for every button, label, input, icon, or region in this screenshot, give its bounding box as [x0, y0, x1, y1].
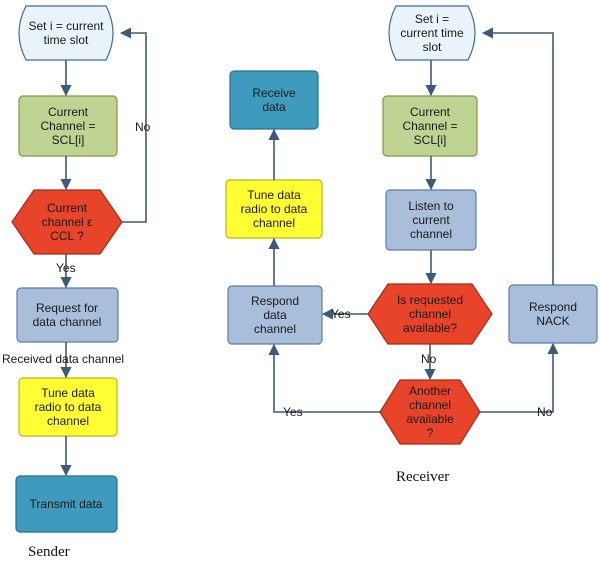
- node-text-line: SCL[i]: [414, 133, 447, 147]
- node-text-line: Current: [48, 105, 89, 119]
- node-text-line: channel: [409, 398, 451, 412]
- node-text-line: Set i = current: [28, 19, 104, 33]
- node-text-line: channel: [253, 216, 295, 230]
- sender-label-received: Received data channel: [2, 352, 124, 366]
- node-text-line: Respond: [251, 294, 299, 308]
- node-text-line: slot: [423, 40, 442, 54]
- node-text-line: Channel =: [402, 119, 457, 133]
- node-text-line: Current: [410, 105, 451, 119]
- node-text-line: Tune data: [247, 188, 301, 202]
- sender-node-transmit: Transmit data: [15, 475, 118, 533]
- sender-transmit-text: Transmit data: [30, 497, 103, 511]
- node-text-line: CCL ?: [50, 229, 84, 243]
- receiver-edge-nack-loop: [481, 27, 554, 285]
- node-text-line: channel: [410, 227, 452, 241]
- receiver-edge-no-another: [480, 342, 559, 413]
- node-text-line: Transmit data: [30, 497, 103, 511]
- node-text-line: Set i =: [415, 12, 449, 26]
- node-text-line: radio to data: [241, 202, 308, 216]
- node-text-line: Respond: [529, 300, 577, 314]
- node-text-line: Is requested: [397, 293, 463, 307]
- node-text-line: current: [412, 213, 450, 227]
- receiver-decision-available-shape: [367, 283, 493, 345]
- sender-label-yes: Yes: [56, 261, 76, 275]
- receiver-caption: Receiver: [396, 469, 449, 485]
- node-text-line: Channel =: [40, 119, 95, 133]
- node-text-line: channel: [254, 322, 296, 336]
- receiver-edge-yes-another: [268, 343, 380, 413]
- node-text-line: Request for: [36, 301, 98, 315]
- node-text-line: NACK: [536, 314, 569, 328]
- sender-label-no: No: [135, 120, 151, 134]
- node-text-line: available?: [403, 321, 457, 335]
- node-text-line: channel: [409, 307, 451, 321]
- node-text-line: current time: [400, 26, 464, 40]
- receiver-label-no-another: No: [537, 405, 553, 419]
- sender-caption: Sender: [28, 544, 70, 560]
- receiver-set-slot-shape: [388, 5, 476, 61]
- node-text-line: channel ε: [42, 215, 93, 229]
- node-text-line: ?: [427, 426, 434, 440]
- node-text-line: Current: [47, 201, 88, 215]
- node-text-line: SCL[i]: [52, 133, 85, 147]
- node-text-line: Tune data: [41, 386, 95, 400]
- node-text-line: data: [263, 308, 287, 322]
- node-text-line: time slot: [44, 33, 89, 47]
- node-text-line: Listen to: [408, 199, 454, 213]
- node-text-line: Receive: [252, 86, 296, 100]
- node-text-line: data: [262, 100, 286, 114]
- node-text-line: Another: [409, 384, 451, 398]
- node-text-line: radio to data: [35, 400, 102, 414]
- node-text-line: available: [406, 412, 454, 426]
- node-text-line: data channel: [33, 315, 102, 329]
- receiver-label-no-available: No: [421, 352, 437, 366]
- node-text-line: channel: [47, 414, 89, 428]
- sender-edge-no-loop: [119, 27, 147, 223]
- sender-set-slot-shape: [18, 5, 114, 61]
- receiver-label-yes-another: Yes: [283, 405, 303, 419]
- receiver-label-yes-available: Yes: [331, 307, 351, 321]
